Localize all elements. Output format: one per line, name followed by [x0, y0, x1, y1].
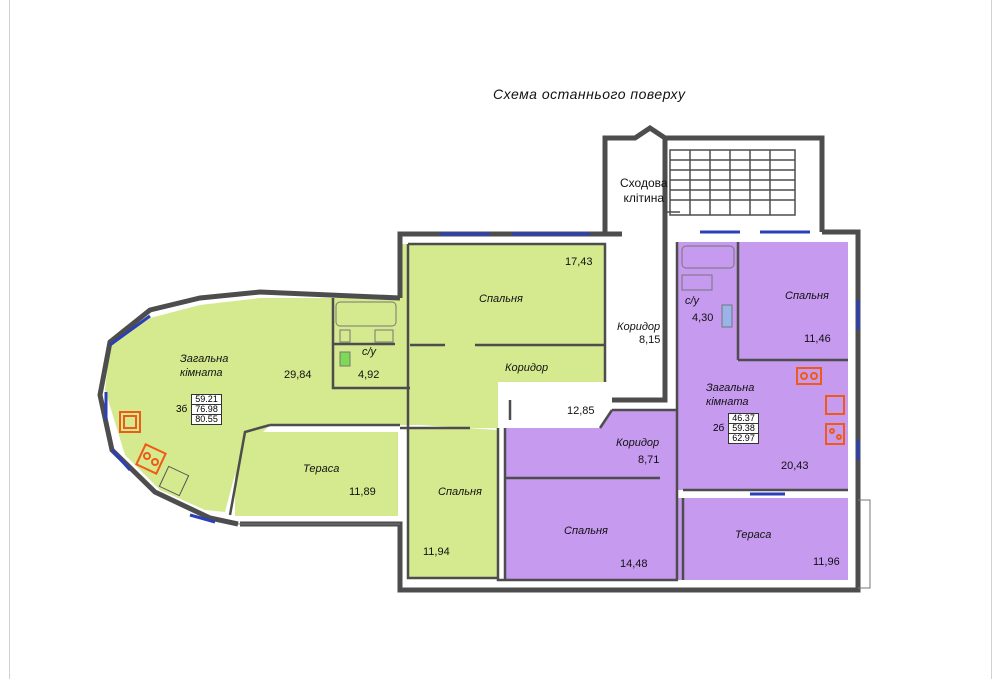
apartment-2b-area-living: 46.37 [729, 414, 758, 424]
living-room-3b-name-line1: Загальна [180, 353, 229, 365]
apartment-3b-summary: 3б 59.21 76.98 80.55 [176, 394, 222, 425]
living-room-3b-name-line2: кімната [180, 367, 223, 379]
apartment-2b-area-total: 59.38 [729, 424, 758, 434]
bedroom-2b-area: 14,48 [620, 558, 648, 570]
bedroom-2b-name: Спальня [564, 525, 608, 537]
apartment-3b-floor [105, 244, 605, 578]
wc-3b-area: 4,92 [358, 369, 380, 381]
staircase-label-line2: клітина [623, 191, 665, 205]
kitchen-units-3b [119, 411, 190, 497]
terrace-3b-area: 11,89 [349, 486, 376, 498]
corridor-3b-name: Коридор [505, 362, 549, 374]
bedroom-top-2b-name: Спальня [785, 290, 829, 302]
apartment-3b-area-living: 59.21 [192, 395, 221, 405]
bedroom-top-3b-name: Спальня [479, 293, 523, 305]
plan-title: Схема останнього поверху [493, 86, 686, 102]
corridor-3b-area: 12,85 [567, 405, 595, 417]
apartment-2b-code: 2б [713, 423, 725, 434]
common-corridor-name: Коридор [617, 321, 661, 333]
bedroom-top-3b-area: 17,43 [565, 256, 593, 268]
common-corridor-area: 8,15 [639, 334, 661, 346]
terrace-3b-name: Тераса [303, 463, 340, 475]
corridor-2b-name: Коридор [616, 437, 660, 449]
bedroom-top-2b-area: 11,46 [804, 333, 831, 345]
staircase-steps [665, 149, 796, 216]
apartment-3b-area-with-terrace: 80.55 [195, 414, 218, 424]
terrace-2b-name: Тераса [735, 529, 772, 541]
wc-3b-name: с/у [362, 346, 377, 358]
page-edge-left [9, 0, 10, 679]
terrace-2b-area: 11,96 [813, 556, 840, 568]
terrace-railings [238, 499, 871, 589]
living-room-2b-name: Загальна кімната [706, 381, 754, 409]
wc-2b-area: 4,30 [692, 312, 714, 324]
living-room-3b-name: Загальна кімната [180, 352, 228, 380]
bedroom-bottom-3b-area: 11,94 [423, 546, 450, 558]
bedroom-bottom-3b-name: Спальня [438, 486, 482, 498]
staircase-label-line1: Сходова [620, 176, 668, 190]
windows [104, 230, 860, 524]
corridor-2b-area: 8,71 [638, 454, 660, 466]
apartment-3b-area-total: 76.98 [192, 405, 221, 415]
living-room-2b-name-line1: Загальна [706, 382, 755, 394]
living-room-2b-area: 20,43 [781, 460, 809, 472]
inner-walls [228, 242, 848, 582]
bathroom-fixtures-2b [681, 245, 735, 328]
bathroom-fixtures-3b [335, 301, 397, 367]
kitchen-units-2b [796, 367, 845, 445]
apartment-3b-code: 3б [176, 404, 188, 415]
living-room-2b-name-line2: кімната [706, 396, 749, 408]
apartment-2b-area-with-terrace: 62.97 [732, 433, 755, 443]
apartment-3b-areas: 59.21 76.98 80.55 [191, 394, 222, 425]
staircase-label: Сходова клітина [620, 176, 668, 206]
wc-2b-name: с/у [685, 295, 700, 307]
page-edge-right [991, 0, 992, 679]
apartment-2b-summary: 2б 46.37 59.38 62.97 [713, 413, 759, 444]
apartment-2b-areas: 46.37 59.38 62.97 [728, 413, 759, 444]
living-room-3b-area: 29,84 [284, 369, 312, 381]
